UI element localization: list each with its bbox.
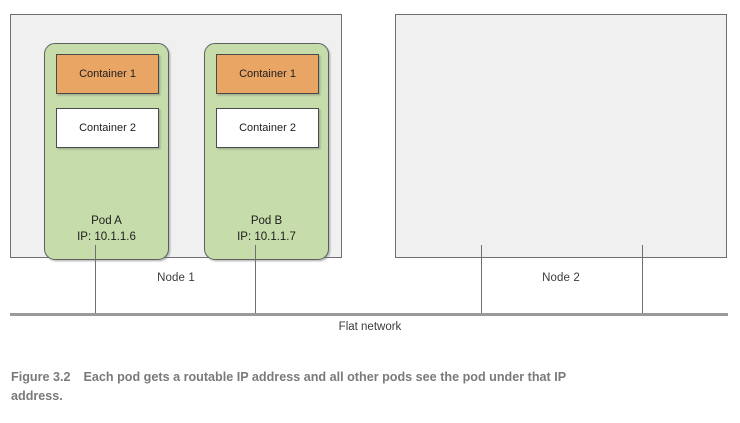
pod-caption: Pod A IP: 10.1.1.6 — [45, 213, 168, 245]
connector-line-pod-d — [642, 245, 643, 315]
figure-caption-text: Each pod gets a routable IP address and … — [11, 370, 566, 403]
pod-pod-b: Container 1 Container 2 Pod B IP: 10.1.1… — [204, 43, 329, 260]
node-box-node-1: Container 1 Container 2 Pod A IP: 10.1.1… — [10, 14, 342, 260]
pod-ip: IP: 10.1.1.7 — [237, 231, 296, 243]
connector-line-pod-b — [255, 245, 256, 315]
node-box-node-2: Container 1 Container 2 Pod C IP: 10.1.2… — [395, 14, 727, 258]
pod-ip: IP: 10.1.1.6 — [77, 231, 136, 243]
connector-line-pod-a — [95, 245, 96, 315]
container-box-container-1: Container 1 — [216, 54, 319, 94]
pod-name: Pod A — [91, 215, 122, 227]
container-box-container-1: Container 1 — [56, 54, 159, 94]
pod-name: Pod B — [250, 215, 283, 227]
container-box-container-2: Container 2 — [216, 108, 319, 148]
figure-number: Figure 3.2 — [11, 370, 71, 384]
flat-network-line — [10, 313, 728, 316]
flat-network-label: Flat network — [338, 321, 402, 333]
connector-line-pod-c — [481, 245, 482, 315]
pod-pod-a: Container 1 Container 2 Pod A IP: 10.1.1… — [44, 43, 169, 260]
container-box-container-2: Container 2 — [56, 108, 159, 148]
node-label-node-1: Node 1 — [157, 272, 195, 284]
pod-caption: Pod B IP: 10.1.1.7 — [205, 213, 328, 245]
node-label-node-2: Node 2 — [542, 272, 580, 284]
